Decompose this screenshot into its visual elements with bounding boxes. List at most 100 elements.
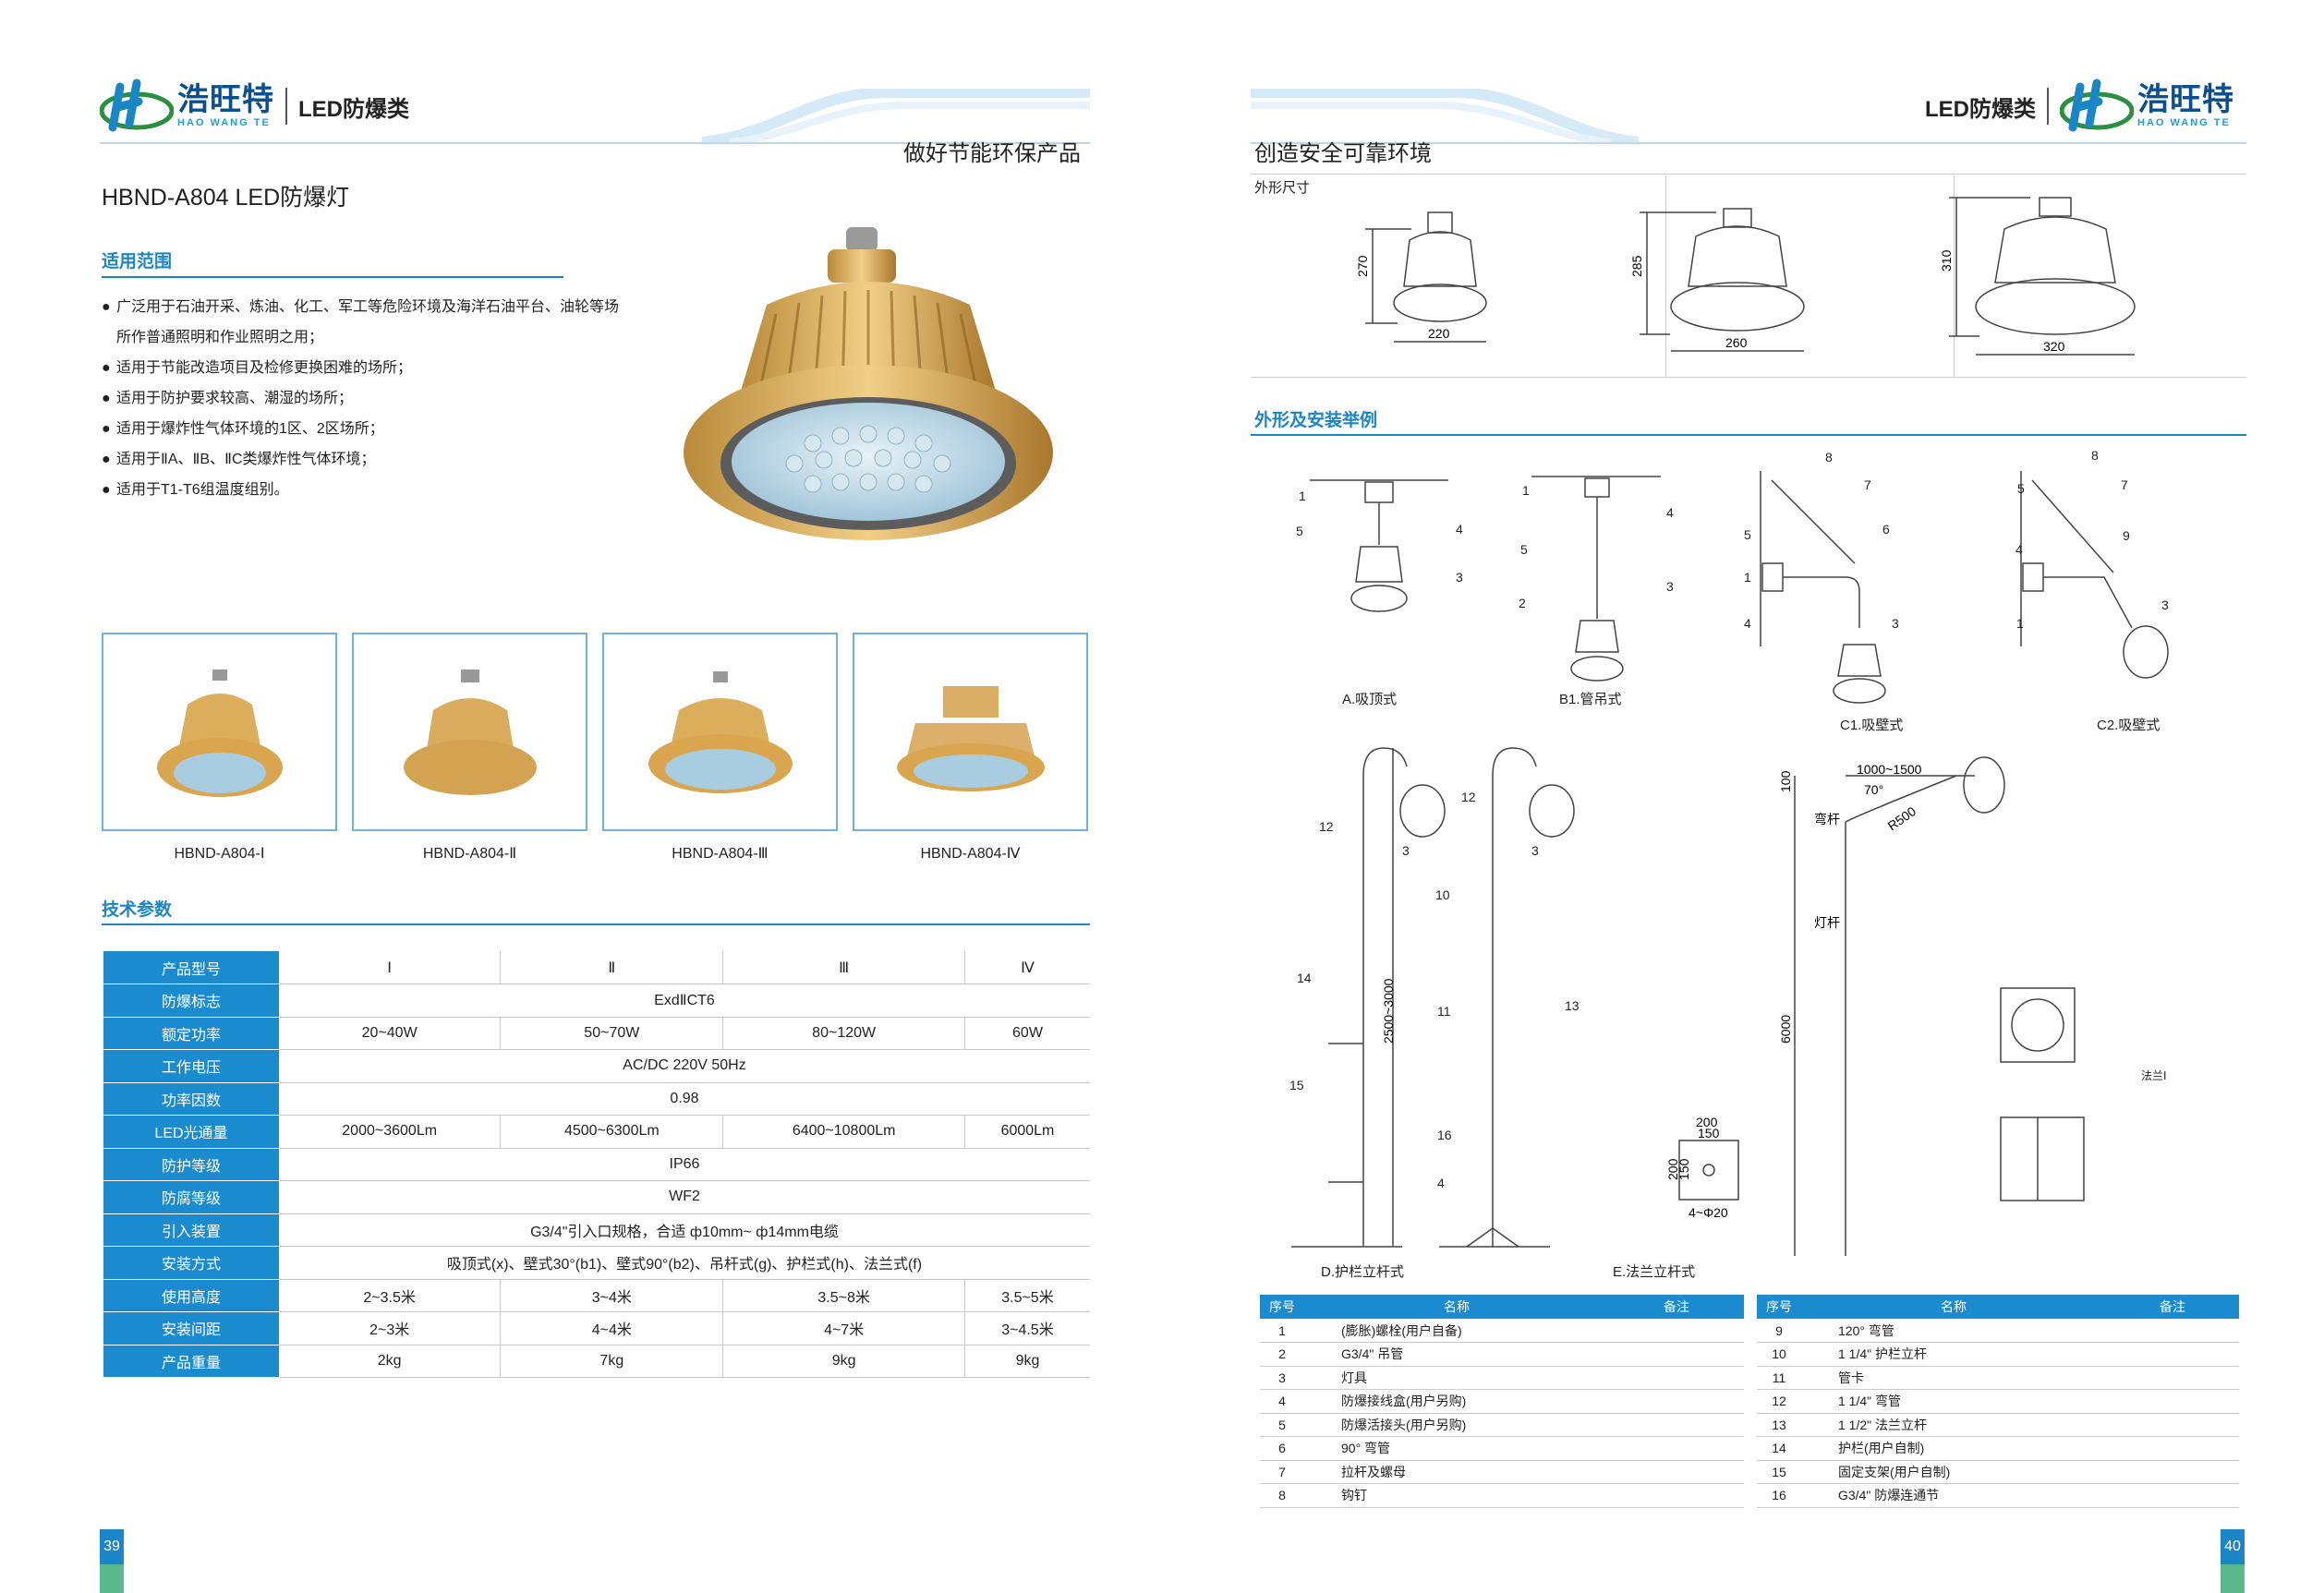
- table-cell: 60W: [964, 1017, 1090, 1050]
- brand-logo: 浩旺特 HAO WANG TE LED防爆类: [100, 78, 409, 135]
- table-cell: [2106, 1413, 2239, 1437]
- dim-width-1: 220: [1428, 326, 1450, 341]
- table-cell: 12: [1757, 1389, 1801, 1414]
- table-cell: 90° 弯管: [1304, 1436, 1609, 1461]
- dims-label: 外形尺寸: [1254, 180, 1311, 196]
- row-header: 产品重量: [103, 1345, 279, 1378]
- table-cell: 钩钉: [1304, 1483, 1609, 1508]
- table-cell: 9: [1757, 1319, 1801, 1343]
- table-cell: 7kg: [500, 1345, 724, 1378]
- table-cell: 2~3.5米: [279, 1279, 502, 1312]
- install-rule: [1251, 434, 2246, 436]
- caption-c2: C2.吸壁式: [2097, 718, 2161, 733]
- table-cell: 6400~10800Lm: [722, 1115, 965, 1149]
- logo-cn: 浩旺特: [2137, 82, 2234, 117]
- table-cell: 防爆活接头(用户另购): [1304, 1413, 1609, 1437]
- list-item: ●广泛用于石油开采、炼油、化工、军工等危险环境及海洋石油平台、油轮等场所作普通照…: [102, 299, 620, 345]
- row-header: LED光通量: [103, 1115, 279, 1149]
- svg-text:4: 4: [1456, 522, 1463, 537]
- logo-mark-icon: [2060, 78, 2134, 132]
- table-cell: ExdⅡCT6: [279, 984, 1090, 1018]
- row-header: 引入装置: [103, 1213, 279, 1247]
- page-number: 40: [2221, 1529, 2245, 1564]
- svg-text:7: 7: [2121, 477, 2128, 492]
- table-cell: [1609, 1483, 1744, 1508]
- svg-text:8: 8: [2091, 448, 2099, 463]
- svg-text:4: 4: [1744, 616, 1751, 631]
- dim-width-2: 260: [1725, 335, 1748, 350]
- svg-text:1: 1: [2016, 616, 2024, 631]
- table-cell: IP66: [279, 1148, 1090, 1181]
- slogan: 做好节能环保产品: [903, 141, 1081, 166]
- table-cell: 7: [1260, 1460, 1304, 1484]
- svg-text:5: 5: [1744, 527, 1751, 542]
- table-cell: 灯具: [1304, 1366, 1609, 1390]
- svg-text:15: 15: [1289, 1078, 1304, 1092]
- lamp-thumbnail-image: [156, 669, 283, 797]
- page-tab: [100, 1564, 124, 1593]
- row-header: 防护等级: [103, 1148, 279, 1181]
- svg-text:5: 5: [1520, 542, 1528, 557]
- dim-height-2: 285: [1629, 255, 1644, 277]
- dims-top-rule: [1251, 174, 2246, 175]
- model-caption: HBND-A804-Ⅳ: [920, 846, 1021, 862]
- install-title: 外形及安装举例: [1254, 411, 1378, 430]
- label-bend: 弯杆: [1814, 812, 1840, 827]
- row-header: 使用高度: [103, 1279, 279, 1312]
- caption-a: A.吸顶式: [1342, 692, 1398, 707]
- table-cell: WF2: [279, 1180, 1090, 1214]
- list-item: ●适用于爆炸性气体环境的1区、2区场所；: [102, 421, 384, 437]
- table-cell: [1609, 1342, 1744, 1367]
- list-item: ●适用于节能改造项目及检修更换困难的场所；: [102, 360, 413, 376]
- caption-e: E.法兰立杆式: [1613, 1264, 1696, 1280]
- table-cell: 4~4米: [500, 1311, 724, 1346]
- label-flange-hole: 4~Φ20: [1689, 1205, 1728, 1220]
- table-cell: [2106, 1460, 2239, 1484]
- table-cell: [1609, 1389, 1744, 1414]
- svg-text:3: 3: [2161, 597, 2169, 612]
- table-cell: 3.5~8米: [722, 1279, 965, 1312]
- table-cell: 吸顶式(x)、壁式30°(b1)、壁式90°(b2)、吊杆式(g)、护栏式(h)…: [279, 1246, 1090, 1280]
- table-cell: 16: [1757, 1483, 1801, 1508]
- dim-cell-2: [1666, 175, 1955, 377]
- table-cell: [1609, 1366, 1744, 1390]
- row-header: 安装间距: [103, 1311, 279, 1346]
- label-height-f: 6000: [1778, 1015, 1793, 1044]
- table-cell: 15: [1757, 1460, 1801, 1484]
- table-cell: 管卡: [1801, 1366, 2106, 1390]
- brand-logo: LED防爆类 浩旺特 HAO WANG TE: [1925, 78, 2234, 135]
- table-cell: 1 1/4" 弯管: [1801, 1389, 2106, 1414]
- row-header: 安装方式: [103, 1246, 279, 1280]
- table-cell: 5: [1260, 1413, 1304, 1437]
- caption-c1: C1.吸壁式: [1840, 718, 1904, 733]
- svg-text:1: 1: [1522, 483, 1530, 498]
- hero-lamp-image: [684, 227, 1053, 540]
- table-cell: Ⅳ: [964, 951, 1090, 984]
- table-cell: 50~70W: [500, 1017, 724, 1050]
- table-cell: [1609, 1460, 1744, 1484]
- dimension-drawings: 270 220 285 260 310 320: [1355, 197, 2136, 356]
- svg-text:4: 4: [1437, 1176, 1445, 1190]
- table-cell: AC/DC 220V 50Hz: [279, 1049, 1090, 1083]
- label-flange-150a: 150: [1698, 1126, 1720, 1140]
- table-cell: 4: [1260, 1389, 1304, 1414]
- svg-text:10: 10: [1435, 887, 1450, 902]
- table-cell: 拉杆及螺母: [1304, 1460, 1609, 1484]
- table-cell: [2106, 1436, 2239, 1461]
- table-cell: 3~4.5米: [964, 1311, 1090, 1346]
- dims-bottom-rule: [1251, 377, 2246, 378]
- table-cell: [1609, 1413, 1744, 1437]
- svg-text:1: 1: [1744, 570, 1751, 585]
- table-cell: 防爆接线盒(用户另购): [1304, 1389, 1609, 1414]
- dim-width-3: 320: [2043, 339, 2065, 354]
